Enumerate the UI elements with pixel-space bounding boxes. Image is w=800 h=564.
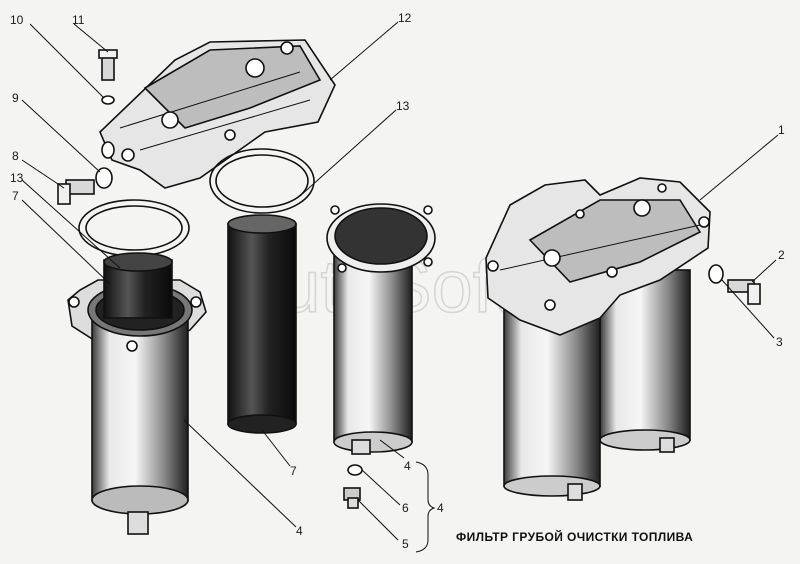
seal-part-6: [347, 464, 363, 476]
callout-4-left: 4: [296, 524, 303, 538]
callout-8: 8: [12, 149, 19, 163]
callout-11: 11: [72, 13, 85, 27]
washer-part-9: [95, 167, 113, 189]
bolt-part-8: [57, 179, 95, 205]
callout-2: 2: [778, 248, 785, 262]
callout-13-center: 13: [396, 99, 410, 113]
washer-part-3: [708, 264, 724, 284]
callout-1: 1: [778, 123, 785, 137]
callout-9: 9: [12, 91, 19, 105]
callout-4-group: 4: [437, 501, 444, 515]
callout-4-center: 4: [404, 459, 411, 473]
callout-3: 3: [776, 335, 783, 349]
drain-plug-part-5: [343, 487, 361, 509]
callout-7-left: 7: [12, 189, 19, 203]
filter-cup-center-part-4: [326, 203, 436, 455]
filter-cup-left-part-4: [67, 252, 207, 535]
assembled-filter-part-1: [485, 177, 711, 501]
callout-10: 10: [10, 13, 24, 27]
housing-cover-part-12: [99, 39, 336, 189]
filter-element-part-7: [227, 214, 297, 434]
leader-lines: [21, 21, 779, 553]
bolt-part-11: [98, 49, 118, 81]
callout-labels: 11 10 9 8 13 7 12 13 1 2 3 7 4 4 6 5 4: [10, 11, 785, 551]
gasket-ring-center-part-13: [209, 148, 315, 214]
gasket-ring-left-part-13: [78, 199, 190, 257]
washer-part-10: [101, 95, 115, 105]
callout-5: 5: [402, 537, 409, 551]
diagram-caption: ФИЛЬТР ГРУБОЙ ОЧИСТКИ ТОПЛИВА: [456, 529, 693, 544]
callout-13-left: 13: [10, 171, 24, 185]
callout-6: 6: [402, 501, 409, 515]
callout-7-center: 7: [290, 464, 297, 478]
bolt-part-2: [727, 279, 761, 305]
callout-12: 12: [398, 11, 412, 25]
